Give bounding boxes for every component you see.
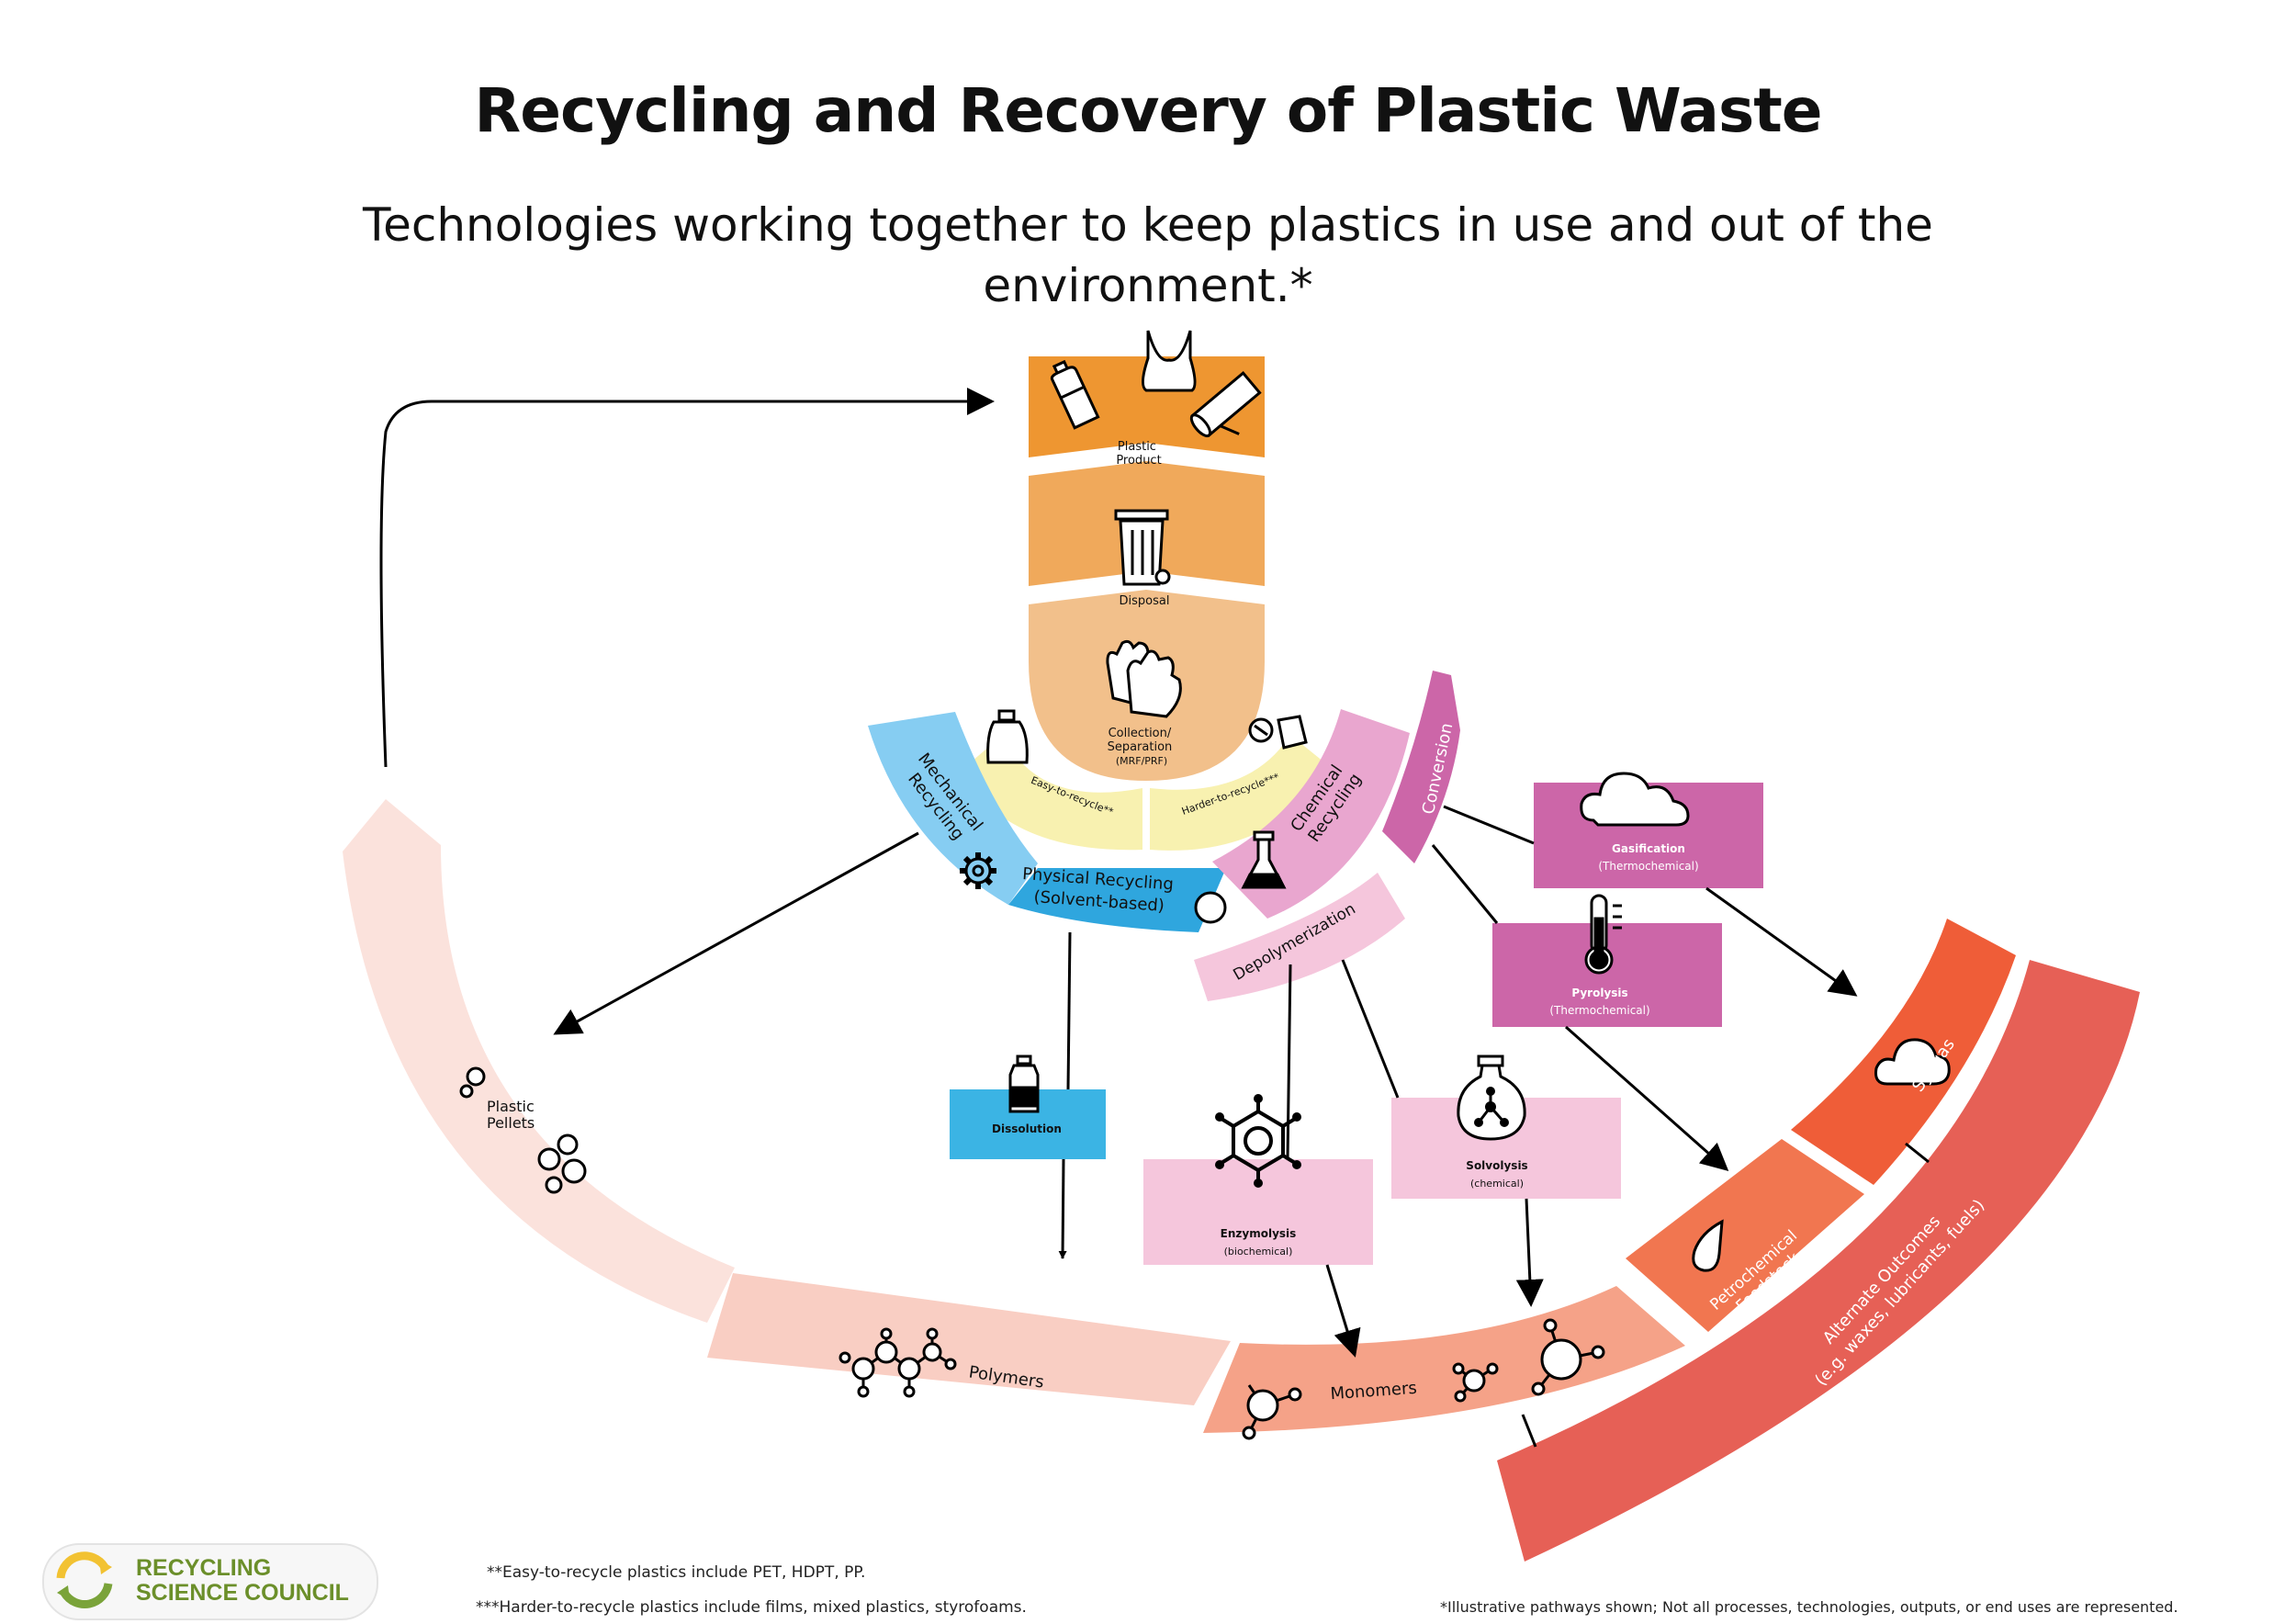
- label-gasification: Gasification: [1612, 842, 1685, 855]
- recycling-science-council-logo: RECYCLING SCIENCE COUNCIL: [42, 1543, 378, 1620]
- label-enzymolysis-type: (biochemical): [1224, 1246, 1293, 1257]
- jug-icon: [986, 709, 1029, 764]
- arrow-enzymolysis-to-monomers: [1325, 1264, 1361, 1358]
- pellets-icon: [459, 1066, 587, 1194]
- label-pyrolysis: Pyrolysis: [1571, 987, 1627, 999]
- logo-line-2: SCIENCE COUNCIL: [136, 1580, 349, 1606]
- circle-icon: [1194, 891, 1227, 924]
- bag-icon: [1142, 330, 1197, 392]
- arrow-conversion-to-pyrolysis: [1431, 844, 1499, 924]
- harder-to-recycle-band: [1150, 735, 1334, 851]
- loop-back-arrow: [379, 388, 995, 768]
- label-solvolysis: Solvolysis: [1466, 1159, 1527, 1172]
- polymer-icon: [838, 1327, 957, 1398]
- recycle-arrows-icon: [56, 1551, 113, 1608]
- arrow-pyrolysis-to-petrochemical: [1565, 1025, 1729, 1171]
- arrow-physical-to-dissolution: [1066, 931, 1072, 1090]
- label-dissolution: Dissolution: [992, 1122, 1062, 1135]
- film-roll-icon: [1189, 371, 1262, 438]
- petrochemical-segment: [1626, 1139, 1864, 1332]
- label-plastic-product: Plastic Product: [1116, 440, 1161, 468]
- arrow-solvolysis-to-monomers: [1515, 1198, 1544, 1307]
- gear-icon: [960, 852, 996, 889]
- trash-bin-icon: [1114, 509, 1171, 586]
- arrow-dissolution-to-polymers: [1058, 1158, 1067, 1259]
- flask-icon: [1241, 830, 1287, 889]
- benzene-icon: [1215, 1094, 1301, 1188]
- label-disposal: Disposal: [1120, 594, 1170, 608]
- cloud-icon: [1580, 772, 1690, 827]
- pellets-segment: [343, 799, 735, 1323]
- label-enzymolysis: Enzymolysis: [1221, 1227, 1297, 1240]
- footnote-disclaimer: *Illustrative pathways shown; Not all pr…: [1440, 1598, 2178, 1616]
- mechanical-recycling-segment: [868, 712, 1038, 905]
- cloud-syngas-icon: [1874, 1038, 1951, 1086]
- label-collection: Collection/ Separation (MRF/PRF): [1108, 727, 1176, 767]
- footnote-easy: **Easy-to-recycle plastics include PET, …: [487, 1563, 866, 1582]
- bag-ring-icon: [1248, 715, 1308, 750]
- monomer-icon-2: [1452, 1362, 1499, 1403]
- label-pyrolysis-type: (Thermochemical): [1549, 1004, 1649, 1017]
- drop-icon: [1692, 1219, 1724, 1272]
- monomers-segment: [1203, 1286, 1685, 1433]
- bottle-icon: [1050, 359, 1100, 430]
- logo-line-1: RECYCLING: [136, 1555, 272, 1581]
- label-plastic-pellets: Plastic Pellets: [487, 1098, 539, 1132]
- arrow-mechanical-to-pellets: [553, 831, 919, 1035]
- polymers-segment: [707, 1273, 1231, 1405]
- molecule-flask-icon: [1457, 1054, 1526, 1141]
- page-title: Recycling and Recovery of Plastic Waste: [474, 75, 1822, 146]
- label-gasification-type: (Thermochemical): [1598, 860, 1698, 873]
- divider-monomers-alternate: [1521, 1414, 1537, 1448]
- arrow-depoly-to-solvolysis: [1341, 959, 1400, 1099]
- label-solvolysis-type: (chemical): [1470, 1178, 1524, 1190]
- arrow-gasification-to-syngas: [1705, 886, 1858, 997]
- footnote-harder: ***Harder-to-recycle plastics include fi…: [476, 1598, 1027, 1617]
- gloves-icon: [1106, 639, 1182, 718]
- monomer-icon-1: [1242, 1384, 1302, 1440]
- monomer-icon-3: [1531, 1318, 1605, 1396]
- depolymerization-segment: [1194, 873, 1405, 1001]
- physical-recycling-segment: [1008, 868, 1226, 932]
- divider-syngas-alternate: [1905, 1142, 1930, 1164]
- thermometer-icon: [1584, 894, 1622, 975]
- page-subtitle: Technologies working together to keep pl…: [363, 198, 1933, 312]
- bottle-dark-icon: [1008, 1054, 1040, 1113]
- conversion-segment: [1382, 671, 1460, 863]
- alternate-segment: [1497, 960, 2140, 1562]
- arrow-depoly-to-enzymolysis: [1286, 964, 1292, 1160]
- arrow-conversion-to-gasification: [1443, 805, 1535, 845]
